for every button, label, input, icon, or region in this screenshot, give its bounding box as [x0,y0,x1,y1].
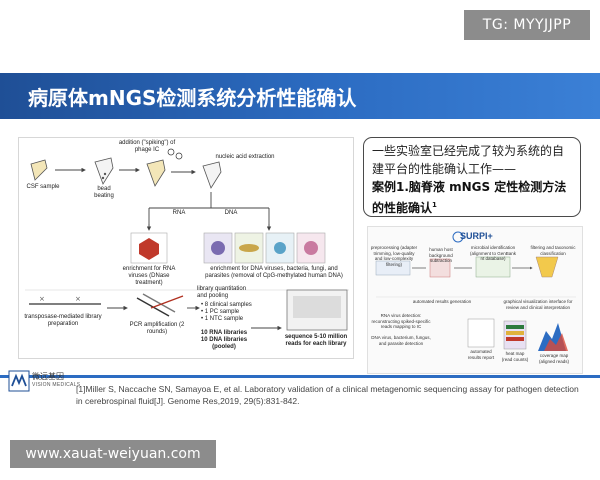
surpi-automated-report: automated results report [467,349,495,360]
label-pcr: PCR amplification (2 rounds) [129,322,185,335]
label-nucleic-acid: nucleic acid extraction [215,154,275,160]
logo-cn-text: 微远基因 [32,372,64,381]
surpi-rna-detection: RNA virus detection: reconstructing spik… [371,313,431,329]
label-dna: DNA [224,210,238,216]
label-pooled: 10 RNA libraries 10 DNA libraries (poole… [200,330,248,350]
surpi-diagram [375,231,576,351]
svg-text:×: × [75,295,81,303]
rna-virus-icon [130,232,168,264]
label-spiking: addition ("spiking") of phage IC [118,140,176,153]
case-callout: 一些实验室已经完成了较为系统的自建平台的性能确认工作—— 案例1.脑脊液 mNG… [363,137,581,217]
label-clinical: • 8 clinical samples [201,302,252,308]
surpi-heat-map: heat map (read counts) [501,351,529,362]
website-watermark: www.xauat-weiyuan.com [10,440,216,468]
surpi-human-host: human host background subtraction [429,247,453,263]
bead-tube-icon [94,157,114,185]
transposase-icon: × × [29,295,101,305]
vision-medicals-mark-icon [8,370,30,392]
callout-case: 案例1.脑脊液 mNGS 定性检测方法的性能确认1 [372,180,567,215]
vision-medicals-logo: 微远基因 VISION MEDICALS [8,368,80,394]
surpi-graphical: graphical visualization interface for re… [503,299,573,310]
extraction-tube-icon [202,161,222,189]
label-enrich-dna: enrichment for DNA viruses, bacteria, fu… [205,266,343,279]
label-sequence: sequence 5-10 million reads for each lib… [284,334,348,347]
pcr-fragments-icon [136,293,184,317]
reference-divider [0,375,600,378]
label-ntc: • 1 NTC sample [201,316,244,322]
surpi-auto-results: automated results generation [412,299,472,304]
surpi-pipeline-figure: SURPI+ preprocessing (adapter trimming, … [367,226,583,374]
label-transposase: transposase-mediated library preparation [24,314,102,327]
spike-tube-icon [146,148,183,187]
dna-pathogens-icon [203,232,326,264]
label-csf-sample: CSF sample [26,184,60,190]
surpi-microbial: microbial identification (alignment to G… [469,245,517,261]
workflow-diagram: × × [25,148,349,331]
logo-en-text: VISION MEDICALS [32,382,81,388]
label-pc: • 1 PC sample [201,309,240,315]
surpi-dna-detection: DNA virus, bacterium, fungus, and parasi… [371,335,431,346]
tg-watermark-badge: TG: MYYJJPP [464,10,590,40]
svg-text:×: × [39,295,45,303]
title-bar: 病原体mNGS检测系统分析性能确认 [0,73,600,119]
slide-title: 病原体mNGS检测系统分析性能确认 [28,86,357,110]
label-library-quant: library quantitation and pooling [197,286,247,299]
reference-citation: [1]Miller S, Naccache SN, Samayoa E, et … [76,384,579,406]
surpi-logo: SURPI+ [460,231,493,241]
label-rna: RNA [172,210,186,216]
surpi-coverage-map: coverage map (aligned reads) [538,353,570,364]
csf-tube-icon [30,159,48,181]
surpi-filtering: filtering and taxonomic classification [530,245,576,256]
sequencer-icon [286,289,348,331]
workflow-figure: × × CSF sample bead beating addition ("s… [18,137,354,359]
surpi-preprocessing: preprocessing (adapter trimming, low-qua… [370,245,418,267]
label-bead-beating: bead beating [94,186,114,199]
label-enrich-rna: enrichment for RNA viruses (DNase treatm… [122,266,176,286]
callout-intro: 一些实验室已经完成了较为系统的自建平台的性能确认工作—— [372,144,565,176]
